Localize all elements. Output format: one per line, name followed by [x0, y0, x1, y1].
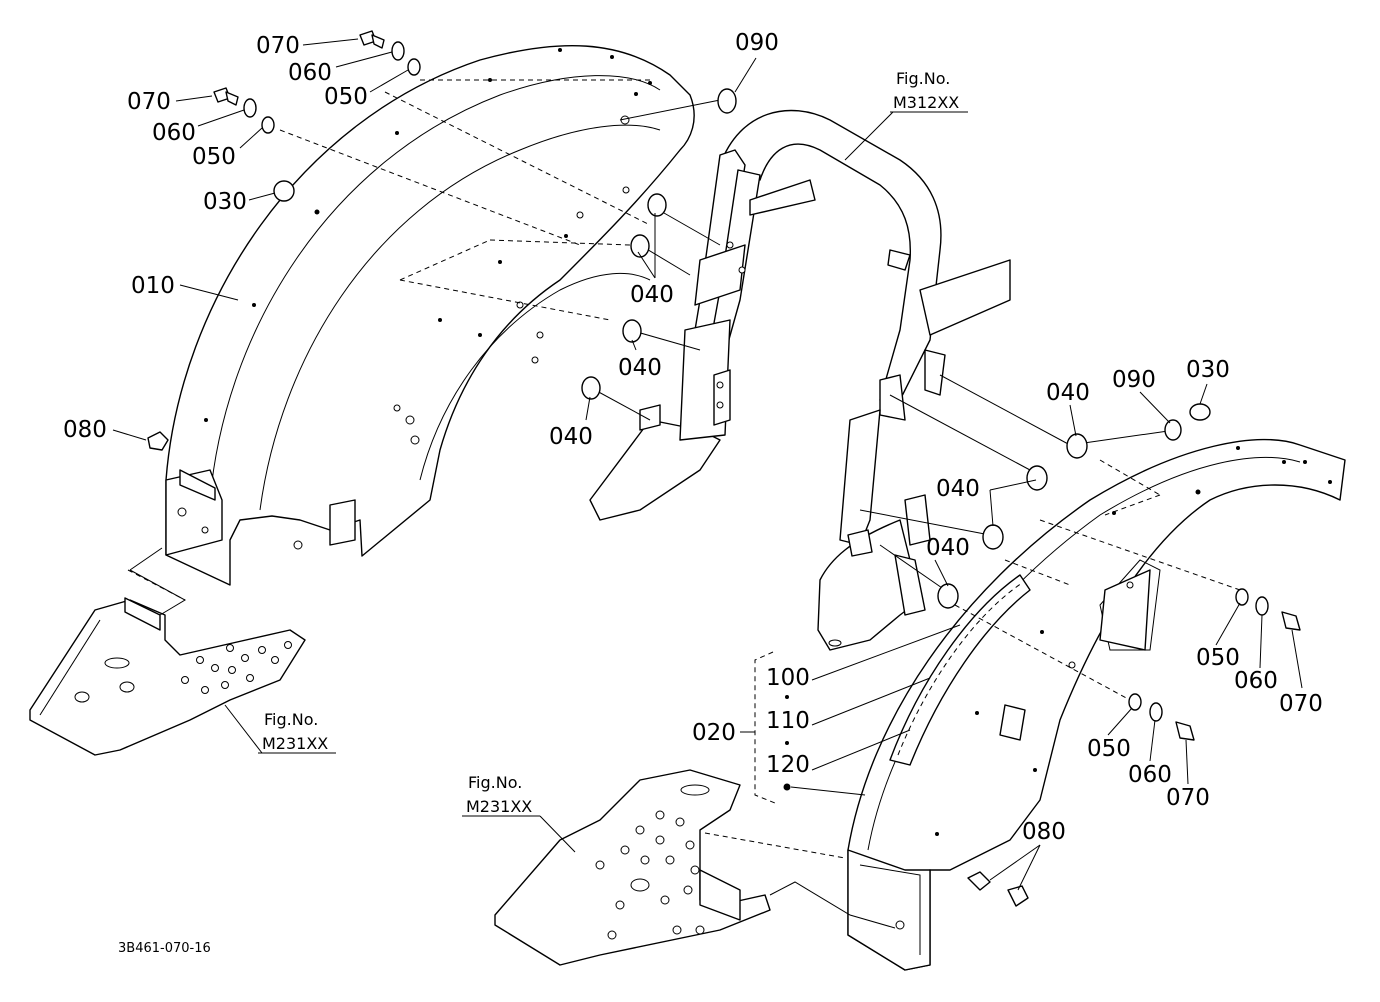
callout-060: 060: [288, 60, 332, 86]
callout-040: 040: [618, 355, 662, 381]
callout-050: 050: [1196, 645, 1240, 671]
callout-040: 040: [1046, 380, 1090, 406]
left-floor-fig-label: Fig.No.: [264, 710, 318, 729]
callout-050: 050: [1087, 736, 1131, 762]
callout-030: 030: [203, 189, 247, 215]
right-floor-fig-label: Fig.No.: [468, 773, 522, 792]
callout-030: 030: [1186, 357, 1230, 383]
callout-050: 050: [324, 84, 368, 110]
callout-010: 010: [131, 273, 175, 299]
callout-060: 060: [1128, 762, 1172, 788]
callout-040: 040: [926, 535, 970, 561]
callout-060: 060: [152, 120, 196, 146]
left-floor-fig-number: M231XX: [262, 734, 328, 753]
right-fender: [847, 438, 1346, 971]
callout-110: 110: [766, 708, 810, 734]
callout-040: 040: [630, 282, 674, 308]
leader-lines: [112, 38, 1303, 891]
callout-100: 100: [766, 665, 810, 691]
hardware: [147, 30, 1301, 907]
callout-040: 040: [936, 476, 980, 502]
callout-090: 090: [1112, 367, 1156, 393]
callout-070: 070: [1279, 691, 1323, 717]
drawing-code: 3B461-070-16: [118, 941, 211, 956]
callout-070: 070: [127, 89, 171, 115]
rops-fig-label: Fig.No.: [896, 69, 950, 88]
callout-090: 090: [735, 30, 779, 56]
left-floor-reference: Fig.No. M231XX: [224, 704, 336, 754]
callout-070: 070: [256, 33, 300, 59]
rops-frame: [589, 109, 1011, 651]
right-floor-fig-number: M231XX: [466, 797, 532, 816]
rops-fig-number: M312XX: [893, 93, 959, 112]
callout-070: 070: [1166, 785, 1210, 811]
callouts: 070 060 050 070 060 050 030 010 080 090 …: [63, 30, 1323, 845]
right-floor-reference: Fig.No. M231XX: [462, 773, 576, 853]
rops-reference: Fig.No. M312XX: [844, 69, 968, 161]
callout-080: 080: [1022, 819, 1066, 845]
left-fender: [165, 44, 695, 586]
callout-060: 060: [1234, 668, 1278, 694]
callout-020: 020: [692, 720, 736, 746]
callout-040: 040: [549, 424, 593, 450]
callout-080: 080: [63, 417, 107, 443]
left-floor-plate: [29, 547, 306, 756]
callout-120: 120: [766, 752, 810, 778]
right-floor-plate: [494, 769, 896, 966]
callout-050: 050: [192, 144, 236, 170]
